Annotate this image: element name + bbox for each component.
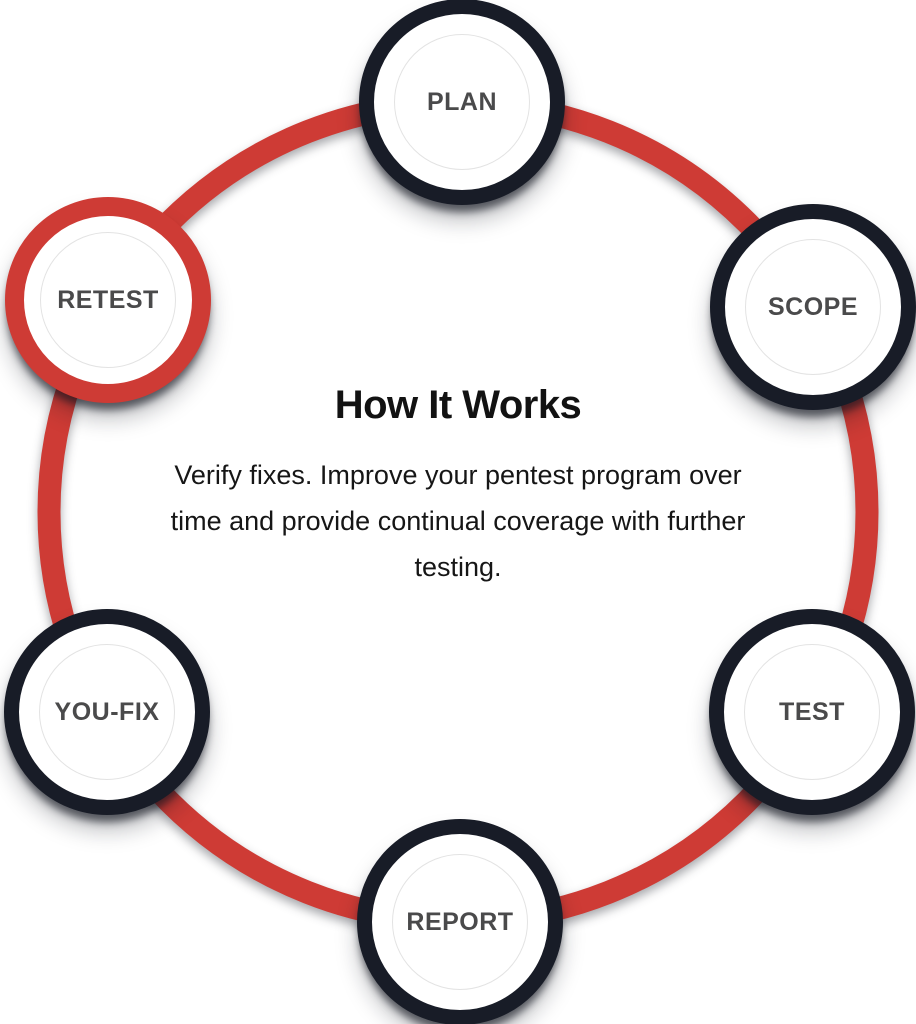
node-plan: PLAN bbox=[359, 0, 565, 205]
node-you-fix: YOU-FIX bbox=[4, 609, 210, 815]
center-copy: How It Works Verify fixes. Improve your … bbox=[138, 383, 778, 590]
node-test: TEST bbox=[709, 609, 915, 815]
node-you-fix-label: YOU-FIX bbox=[54, 697, 160, 726]
diagram-description: Verify fixes. Improve your pentest progr… bbox=[170, 460, 746, 582]
node-report-label: REPORT bbox=[406, 907, 514, 936]
node-plan-label: PLAN bbox=[426, 87, 498, 116]
node-retest-active: RETEST bbox=[5, 197, 211, 403]
node-scope-label: SCOPE bbox=[767, 292, 859, 321]
node-test-label: TEST bbox=[779, 697, 845, 726]
node-report: REPORT bbox=[357, 819, 563, 1024]
node-retest-label: RETEST bbox=[57, 285, 159, 314]
diagram-title: How It Works bbox=[334, 383, 582, 427]
node-scope: SCOPE bbox=[710, 204, 916, 410]
